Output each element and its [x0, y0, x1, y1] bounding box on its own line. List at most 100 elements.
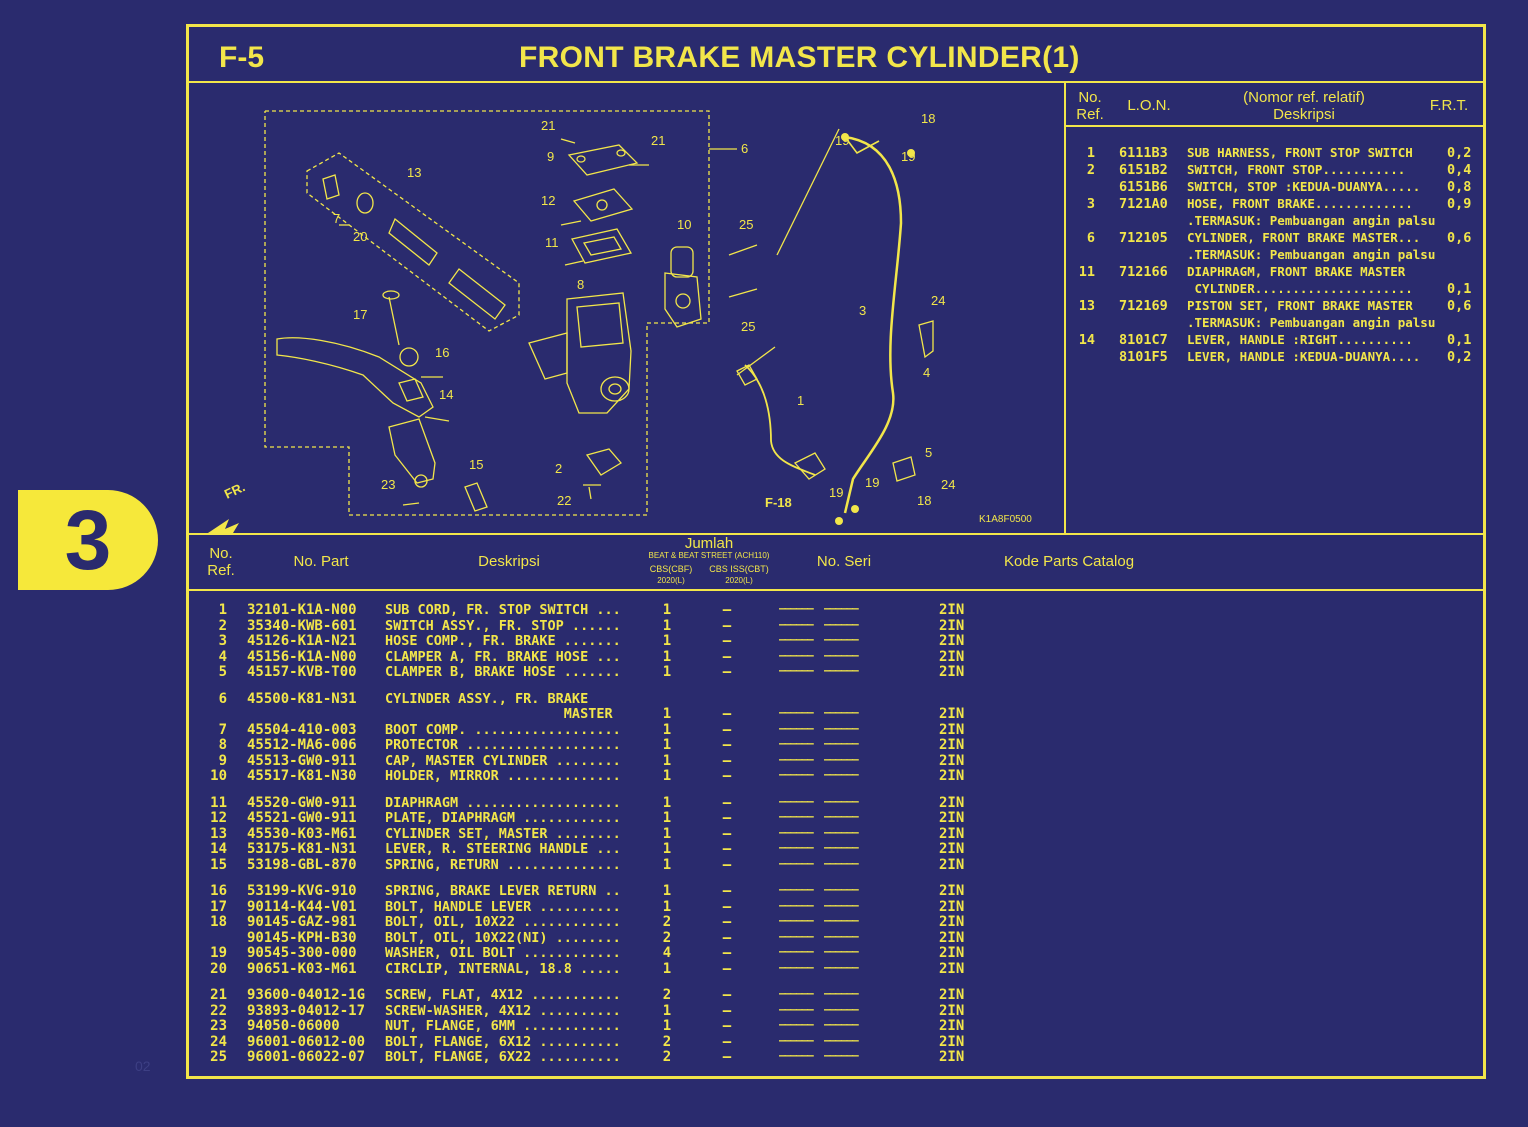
- part-qty-b: –: [722, 752, 732, 769]
- ref-desc: LEVER, HANDLE :KEDUA-DUANYA....: [1187, 349, 1421, 364]
- part-qty-b: –: [722, 706, 732, 722]
- part-label: 19: [865, 475, 879, 490]
- part-label: 5: [925, 445, 932, 460]
- ref-lon: 6151B6: [1119, 179, 1168, 195]
- part-qty-b: –: [722, 810, 732, 826]
- serial-number: —————— ——————: [779, 914, 859, 927]
- ref-desc: .TERMASUK: Pembuangan angin palsu: [1187, 315, 1436, 330]
- catalog-code: 2IN: [939, 914, 965, 930]
- parts-header-part: No. Part: [293, 553, 349, 570]
- serial-number: —————— ——————: [779, 737, 859, 750]
- ref-desc: DIAPHRAGM, FRONT BRAKE MASTER: [1187, 264, 1406, 279]
- ref-header-no: No. Ref.: [1076, 89, 1104, 123]
- ref-lon: 712169: [1119, 298, 1168, 314]
- part-description: LEVER, R. STEERING HANDLE ...: [385, 841, 621, 857]
- part-qty-a: 1: [662, 737, 672, 753]
- part-label: 20: [353, 229, 367, 244]
- part-number: 93893-04012-17: [247, 1002, 366, 1019]
- part-label: 6: [741, 141, 748, 156]
- ref-no: 3: [1086, 196, 1095, 212]
- part-qty-b: –: [722, 794, 732, 811]
- part-label: 14: [439, 387, 453, 402]
- part-label: 8: [577, 277, 584, 292]
- ref-desc: SUB HARNESS, FRONT STOP SWITCH: [1187, 145, 1413, 160]
- ref-table-row: CYLINDER.....................0,1: [1069, 281, 1489, 298]
- part-qty-b: –: [722, 825, 732, 842]
- ref-lon: 6151B2: [1119, 162, 1168, 178]
- catalog-code: 2IN: [939, 945, 965, 961]
- part-description: CYLINDER SET, MASTER ........: [385, 825, 621, 842]
- part-number: 45157-KVB-T00: [247, 664, 357, 680]
- serial-number: —————— ——————: [779, 898, 859, 912]
- part-qty-b: –: [722, 768, 732, 784]
- part-qty-a: 1: [662, 721, 672, 738]
- part-qty-a: 1: [662, 841, 672, 857]
- part-label: 24: [941, 477, 955, 492]
- part-label: 22: [557, 493, 571, 508]
- catalog-code: 2IN: [939, 768, 965, 784]
- part-qty-a: 4: [662, 945, 672, 961]
- catalog-code: 2IN: [939, 960, 965, 977]
- part-ref-no: 8: [218, 737, 227, 753]
- part-description: BOLT, FLANGE, 6X22 ..........: [385, 1049, 621, 1065]
- part-qty-b: –: [722, 960, 732, 977]
- part-qty-a: 2: [662, 987, 672, 1003]
- parts-table-header: No. Ref. No. Part Deskripsi Jumlah BEAT …: [189, 535, 1483, 591]
- part-qty-b: –: [722, 945, 732, 961]
- ref-desc: HOSE, FRONT BRAKE.............: [1187, 196, 1413, 211]
- serial-number: —————— ——————: [779, 1002, 859, 1016]
- diagram-code: K1A8F0500: [979, 514, 1032, 525]
- part-ref-no: 10: [210, 768, 227, 784]
- part-label: 23: [381, 477, 395, 492]
- part-qty-a: 1: [662, 810, 672, 826]
- part-qty-a: 1: [662, 825, 672, 842]
- part-qty-b: –: [722, 987, 732, 1003]
- part-label: 25: [741, 319, 755, 334]
- serial-number: —————— ——————: [779, 1033, 859, 1047]
- part-ref-no: 18: [210, 914, 227, 930]
- part-description: CIRCLIP, INTERNAL, 18.8 .....: [385, 960, 621, 977]
- part-ref-no: 5: [218, 664, 227, 680]
- ref-frt: 0,2: [1447, 349, 1472, 365]
- serial-number: —————— ——————: [779, 929, 859, 943]
- serial-number: —————— ——————: [779, 987, 859, 1000]
- part-description: SCREW, FLAT, 4X12 ...........: [385, 987, 621, 1003]
- ref-table-row: .TERMASUK: Pembuangan angin palsu: [1069, 213, 1489, 230]
- serial-number: —————— ——————: [779, 768, 859, 781]
- part-description: SPRING, RETURN ..............: [385, 856, 621, 873]
- part-label: 21: [541, 118, 555, 133]
- part-number: 45512-MA6-006: [247, 737, 357, 753]
- parts-header-catalog: Kode Parts Catalog: [1003, 553, 1135, 570]
- divider: [189, 533, 1483, 535]
- part-label: 17: [353, 307, 367, 322]
- part-description: SUB CORD, FR. STOP SWITCH ...: [385, 602, 621, 618]
- part-qty-a: 1: [662, 768, 672, 784]
- catalog-code: 2IN: [939, 1049, 965, 1065]
- ref-header-desc-note: (Nomor ref. relatif): [1243, 89, 1365, 106]
- page-title: FRONT BRAKE MASTER CYLINDER(1): [519, 41, 1080, 74]
- part-qty-b: –: [722, 914, 732, 930]
- exploded-parts-diagram: 21 21 9 6 13 12 10 25 11 7 20 8 25 17 16…: [208, 110, 1032, 533]
- part-description: CLAMPER A, FR. BRAKE HOSE ...: [385, 648, 621, 665]
- divider: [189, 81, 1483, 83]
- serial-number: —————— ——————: [779, 648, 859, 662]
- part-ref-no: 11: [210, 794, 227, 811]
- part-description: SWITCH ASSY., FR. STOP ......: [385, 617, 621, 634]
- part-number: 94050-06000: [247, 1018, 340, 1034]
- ref-no: 1: [1086, 145, 1095, 161]
- part-description: BOOT COMP. ..................: [385, 721, 621, 738]
- part-qty-b: –: [722, 1002, 732, 1019]
- part-qty-a: 1: [662, 960, 672, 977]
- part-qty-b: –: [722, 898, 732, 915]
- part-ref-no: 23: [210, 1018, 227, 1034]
- part-qty-a: 1: [662, 602, 672, 618]
- part-qty-b: –: [722, 841, 732, 857]
